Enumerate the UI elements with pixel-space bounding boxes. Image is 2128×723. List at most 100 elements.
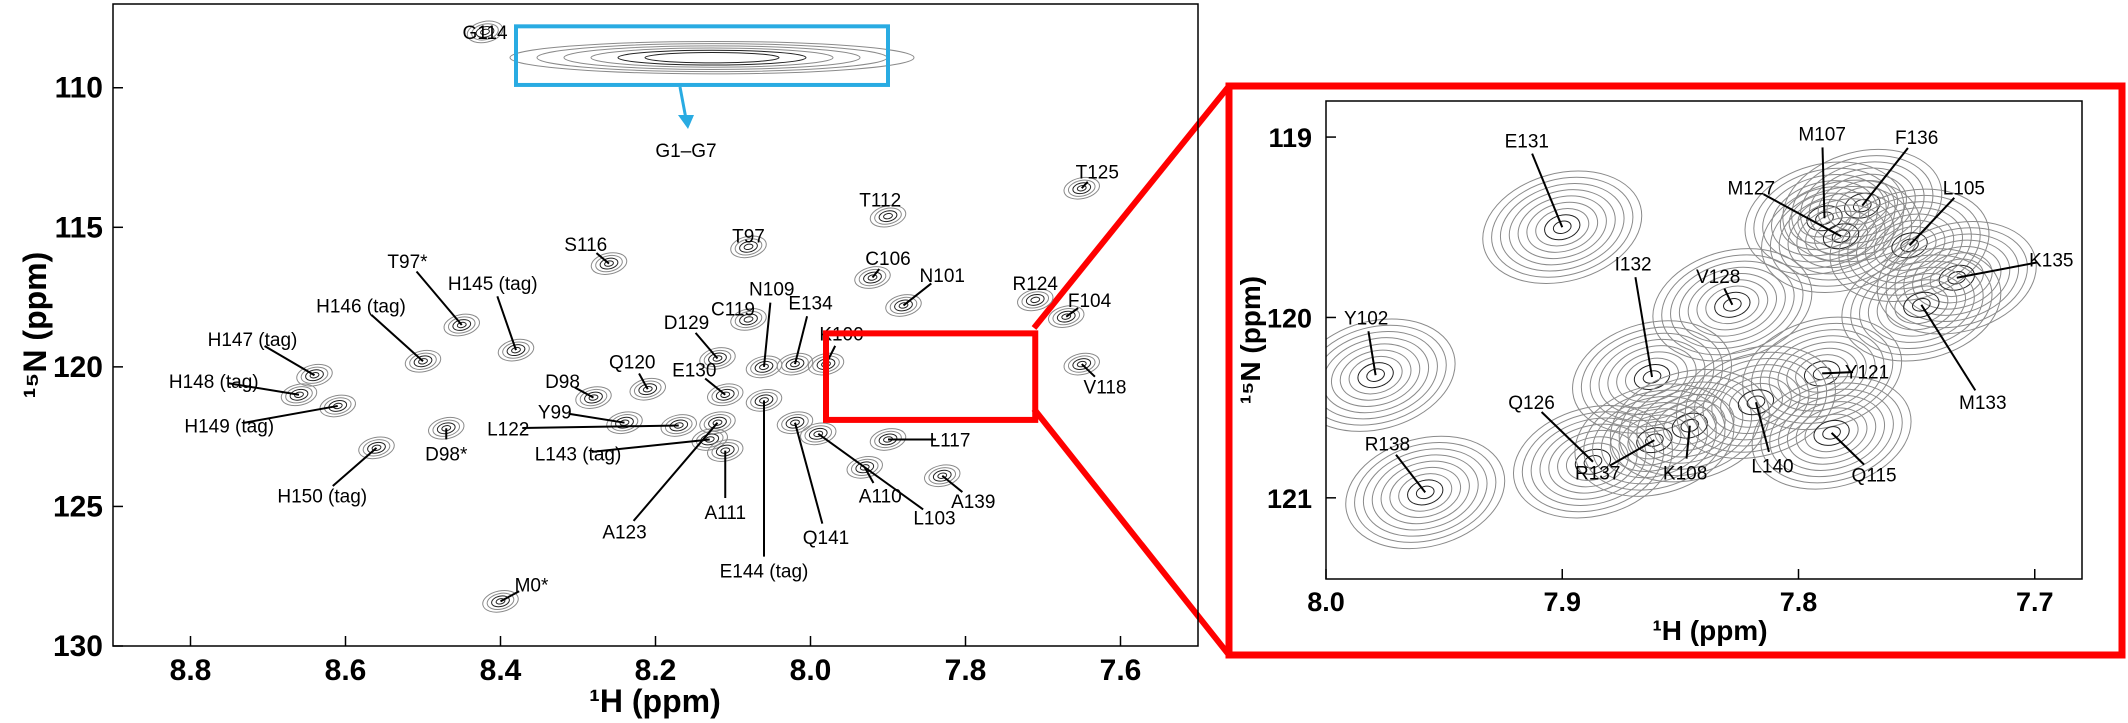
peak-leader-line bbox=[794, 315, 809, 365]
peak-leader-line bbox=[1920, 304, 1977, 391]
contour-ring bbox=[932, 469, 952, 482]
peak-leader-line bbox=[763, 302, 772, 367]
contour-ring bbox=[428, 416, 465, 440]
contour-ring bbox=[711, 386, 740, 404]
peak-label: H148 (tag) bbox=[169, 372, 259, 393]
glycine-arrowhead bbox=[678, 114, 694, 129]
peak-leader-line bbox=[1065, 307, 1079, 318]
contour-ring bbox=[739, 313, 758, 326]
peak-label: E134 bbox=[788, 294, 833, 315]
peak-label: L143 (tag) bbox=[535, 444, 622, 465]
contour-ring bbox=[1796, 204, 1886, 269]
contour-ring bbox=[486, 592, 515, 610]
contour-ring bbox=[1627, 381, 1753, 470]
contour-ring bbox=[1398, 473, 1453, 512]
contour-ring bbox=[432, 419, 461, 437]
contour-ring bbox=[475, 25, 495, 38]
peak-leader-line bbox=[332, 447, 378, 487]
contour-ring bbox=[1852, 198, 1872, 213]
contour-ring bbox=[1521, 411, 1665, 513]
peak-leader-line bbox=[1685, 425, 1691, 459]
contour-ring bbox=[1017, 288, 1054, 312]
peak-label: D98 bbox=[545, 372, 580, 393]
contour-ring bbox=[1407, 479, 1444, 506]
contour-ring bbox=[1894, 233, 2020, 322]
peak-label: V118 bbox=[1084, 377, 1127, 398]
contour-ring bbox=[447, 316, 476, 334]
peak-label: I132 bbox=[1615, 254, 1652, 275]
inset-x-tick-label: 7.9 bbox=[1543, 587, 1581, 617]
contour-ring bbox=[813, 430, 824, 438]
contour-ring bbox=[296, 363, 333, 387]
contour-ring bbox=[1326, 318, 1456, 432]
peak-leader-line bbox=[1081, 181, 1089, 189]
main-x-tick-label: 7.6 bbox=[1100, 654, 1142, 687]
contour-ring bbox=[1822, 426, 1841, 440]
contour-ring bbox=[294, 391, 304, 398]
peak-leader-line bbox=[522, 424, 679, 430]
contour-ring bbox=[1415, 485, 1435, 500]
contour-ring bbox=[869, 204, 907, 228]
contour-ring bbox=[1574, 383, 1735, 497]
contour-ring bbox=[937, 472, 948, 479]
contour-ring bbox=[708, 416, 727, 429]
contour-ring bbox=[1804, 413, 1859, 453]
contour-ring bbox=[754, 394, 774, 407]
contour-ring bbox=[1903, 239, 2011, 316]
contour-ring bbox=[750, 391, 778, 409]
contour-ring bbox=[595, 254, 623, 273]
contour-ring bbox=[1867, 266, 1975, 343]
contour-ring bbox=[1076, 185, 1087, 192]
contour-ring bbox=[745, 355, 783, 379]
contour-ring bbox=[1598, 339, 1706, 415]
contour-ring bbox=[712, 355, 723, 362]
peak-leader-line bbox=[794, 422, 824, 524]
contour-ring bbox=[1535, 208, 1590, 247]
contour-ring bbox=[1539, 423, 1647, 500]
peak-label: H146 (tag) bbox=[316, 296, 406, 317]
contour-ring bbox=[1929, 258, 1984, 298]
contour-ring bbox=[720, 391, 731, 398]
contour-ring bbox=[846, 456, 883, 479]
peak-label: R137 bbox=[1575, 464, 1620, 485]
contour-ring bbox=[610, 414, 639, 432]
glycine-contour bbox=[563, 45, 861, 70]
contour-ring bbox=[1574, 448, 1612, 475]
contour-ring bbox=[858, 268, 887, 287]
main-y-tick-label: 115 bbox=[55, 211, 103, 244]
contour-ring bbox=[418, 358, 428, 365]
inset-contours bbox=[1326, 148, 2037, 550]
contour-ring bbox=[1838, 194, 1981, 296]
peak-leader-line bbox=[568, 412, 625, 424]
contour-ring bbox=[699, 347, 736, 370]
peak-leader-line bbox=[871, 268, 881, 279]
contour-ring bbox=[883, 212, 893, 220]
peak-leader-line bbox=[1763, 193, 1842, 238]
peak-label: A139 bbox=[951, 492, 995, 513]
peak-label: H150 (tag) bbox=[277, 486, 367, 507]
contour-ring bbox=[804, 425, 833, 443]
contour-ring bbox=[1829, 188, 1990, 303]
contour-ring bbox=[1499, 183, 1625, 272]
peak-label: T97* bbox=[387, 252, 428, 273]
contour-ring bbox=[1654, 400, 1726, 452]
peak-leader-line bbox=[1830, 432, 1865, 466]
contour-ring bbox=[456, 321, 467, 329]
peak-leader-line bbox=[817, 433, 924, 511]
contour-ring bbox=[1517, 195, 1607, 259]
peak-label: C106 bbox=[865, 249, 910, 270]
peak-label: E130 bbox=[672, 361, 716, 382]
contour-ring bbox=[715, 444, 735, 457]
peak-label: H147 (tag) bbox=[208, 330, 298, 351]
contour-ring bbox=[878, 433, 898, 446]
peak-label: L122 bbox=[487, 419, 529, 440]
contour-ring bbox=[776, 352, 814, 376]
peak-label: E131 bbox=[1505, 132, 1549, 153]
peak-label: F136 bbox=[1895, 128, 1938, 149]
contour-ring bbox=[1025, 293, 1045, 306]
contour-ring bbox=[750, 358, 778, 376]
peak-label: K135 bbox=[2029, 251, 2073, 272]
contour-ring bbox=[745, 389, 783, 412]
